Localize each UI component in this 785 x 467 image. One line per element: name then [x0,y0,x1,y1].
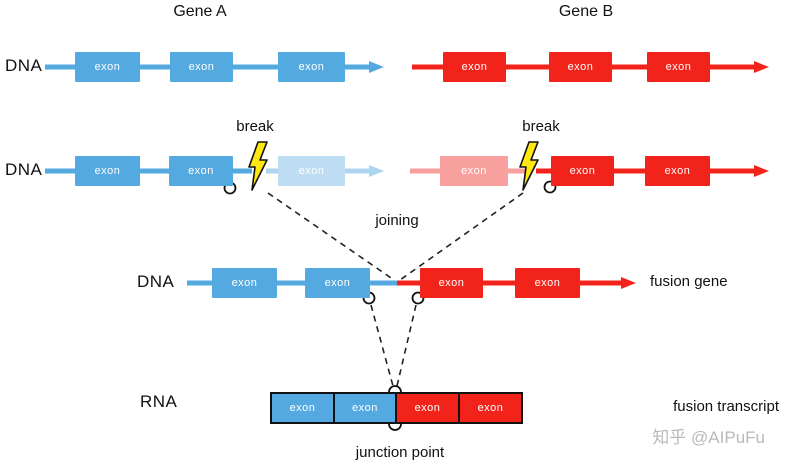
joining-dash-right [399,192,524,281]
gene-a-exon-1: exon [75,52,140,82]
rna-exon-4: exon [458,392,523,424]
dna-label-row2: DNA [5,160,43,179]
gene-b-title: Gene B [558,3,614,20]
junction-point-label: junction point [355,444,445,461]
junction-dash-left [370,304,394,387]
fusion-gene-blue-exon-1: exon [212,268,277,298]
gene-a-kept-exon-2: exon [169,156,233,186]
fusion-gene-blue-exon-2: exon [305,268,370,298]
rna-exon-1: exon [270,392,335,424]
joining-label: joining [375,212,419,229]
joining-dash-left [267,192,395,281]
dna-label-row3: DNA [137,272,175,291]
gene-a-exon-3: exon [278,52,345,82]
gene-b-exon-3: exon [647,52,710,82]
gene-a-title: Gene A [173,3,227,20]
break-label-gene-a: break [236,118,274,135]
rna-exon-2: exon [333,392,397,424]
gene-a-kept-exon-1: exon [75,156,140,186]
rna-label: RNA [140,392,178,411]
break-bolt-gene-a [248,141,268,191]
fusion-transcript-label: fusion transcript [673,398,779,415]
gene-a-exon-2: exon [170,52,233,82]
fusion-gene-red-exon-1: exon [420,268,483,298]
junction-dash-right [396,304,417,387]
break-label-gene-b: break [522,118,560,135]
gene-b-exon-1: exon [443,52,506,82]
rna-exon-3: exon [395,392,460,424]
watermark: 知乎 @AIPuFu [652,428,765,447]
gene-a-lost-exon: exon [278,156,345,186]
break-bolt-gene-b [519,141,539,191]
gene-b-kept-exon-1: exon [551,156,614,186]
fusion-gene-red-exon-2: exon [515,268,580,298]
dna-label-row1: DNA [5,56,43,75]
gene-b-kept-exon-2: exon [645,156,710,186]
fusion-gene-label: fusion gene [650,273,728,290]
gene-b-lost-exon: exon [440,156,508,186]
gene-b-exon-2: exon [549,52,612,82]
